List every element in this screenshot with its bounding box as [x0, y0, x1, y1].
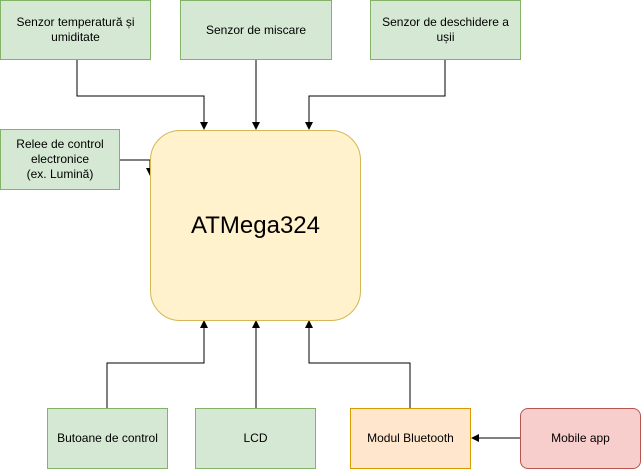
node-bluetooth: Modul Bluetooth [350, 408, 471, 469]
node-buttons: Butoane de control [47, 408, 168, 469]
node-mobile-app: Mobile app [520, 408, 641, 469]
edge-bluetooth-to-mcu [305, 320, 411, 408]
edge-buttons-to-mcu [106, 320, 208, 408]
node-temp-sensor: Senzor temperatură și umiditate [0, 0, 151, 60]
node-lcd: LCD [195, 408, 316, 469]
node-relays: Relee de control electronice (ex. Lumină… [0, 129, 120, 190]
node-mcu: ATMega324 [150, 130, 361, 321]
node-door-sensor: Senzor de deschidere a ușii [370, 0, 521, 60]
node-motion-sensor: Senzor de miscare [180, 0, 332, 60]
edge-relays-to-mcu [120, 159, 154, 176]
edge-temp-to-mcu [76, 60, 208, 130]
edge-door-to-mcu [305, 60, 446, 130]
